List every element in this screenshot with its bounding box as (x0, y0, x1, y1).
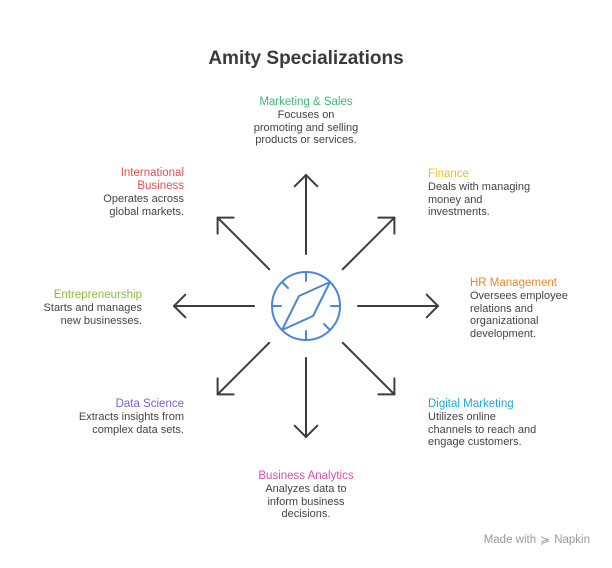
node-data-science: Data Science Extracts insights from comp… (44, 398, 184, 436)
arrowhead (293, 174, 319, 188)
node-heading: Marketing & Sales (259, 96, 353, 108)
compass-needle (281, 281, 331, 331)
node-desc-line: Extracts insights from (78, 411, 184, 423)
node-entrepreneurship: Entrepreneurship Starts and manages new … (2, 289, 142, 327)
arrowhead (216, 216, 235, 235)
node-desc-line: decisions. (281, 508, 331, 520)
node-international-business: International Business Operates across g… (44, 167, 184, 218)
compass-tick-nw (281, 281, 289, 289)
node-desc-line: Utilizes online (428, 411, 496, 423)
arrowhead (425, 293, 439, 319)
footer-attribution[interactable]: Made with ≽ Napkin (484, 533, 590, 547)
node-desc-line: inform business (267, 495, 345, 508)
node-desc-line: relations and (470, 302, 533, 315)
node-finance: Finance Deals with managing money and in… (428, 168, 568, 219)
arrow-up-right (341, 216, 396, 271)
arrow-down-right (341, 341, 396, 396)
node-heading: Digital Marketing (428, 398, 514, 410)
compass-icon (271, 271, 341, 341)
node-desc-line: promoting and selling (253, 121, 359, 134)
arrowhead (377, 377, 396, 396)
node-desc-line: organizational (470, 315, 539, 327)
node-desc-line: investments. (428, 206, 490, 218)
node-heading: Data Science (115, 398, 184, 410)
node-desc-line: global markets. (109, 205, 184, 218)
node-hr-management: HR Management Oversees employee relation… (470, 277, 600, 340)
arrowhead (173, 293, 187, 319)
node-business-analytics: Business Analytics Analyzes data to info… (226, 470, 386, 521)
node-heading: International (120, 167, 184, 179)
node-desc-line: Analyzes data to (265, 483, 347, 495)
node-desc-line: Deals with managing (428, 181, 531, 193)
node-desc-line: Oversees employee (470, 290, 568, 302)
footer-brand: Napkin (554, 534, 590, 546)
arrow-down (293, 357, 319, 438)
node-desc-line: products or services. (255, 134, 357, 146)
node-heading: Entrepreneurship (53, 289, 142, 301)
node-desc-line: money and (428, 193, 483, 206)
arrow-up (293, 174, 319, 255)
compass-tick-se (323, 323, 331, 331)
node-heading: Finance (428, 168, 469, 180)
arrow-up-left (216, 216, 271, 271)
node-desc-line: Operates across (103, 193, 184, 205)
node-desc-line: development. (470, 327, 537, 340)
arrowhead (293, 424, 319, 438)
napkin-logo-icon: ≽ (540, 533, 551, 547)
node-heading: Business (137, 180, 184, 192)
arrowhead (216, 377, 235, 396)
arrow-left (173, 293, 255, 319)
node-digital-marketing: Digital Marketing Utilizes online channe… (428, 398, 568, 449)
node-heading: Business Analytics (258, 470, 354, 482)
diagram-title: Amity Specializations (208, 48, 404, 69)
node-desc-line: Starts and manages (43, 302, 142, 314)
node-marketing-sales: Marketing & Sales Focuses on promoting a… (226, 96, 386, 147)
node-desc-line: new businesses. (60, 314, 142, 327)
node-desc-line: Focuses on (277, 109, 335, 121)
arrowhead (377, 216, 396, 235)
node-desc-line: complex data sets. (92, 423, 184, 436)
arrow-down-left (216, 341, 271, 396)
node-desc-line: channels to reach and (428, 423, 537, 436)
arrow-right (357, 293, 439, 319)
node-heading: HR Management (470, 277, 557, 289)
footer-made-with: Made with (483, 534, 537, 546)
node-desc-line: engage customers. (428, 436, 522, 448)
